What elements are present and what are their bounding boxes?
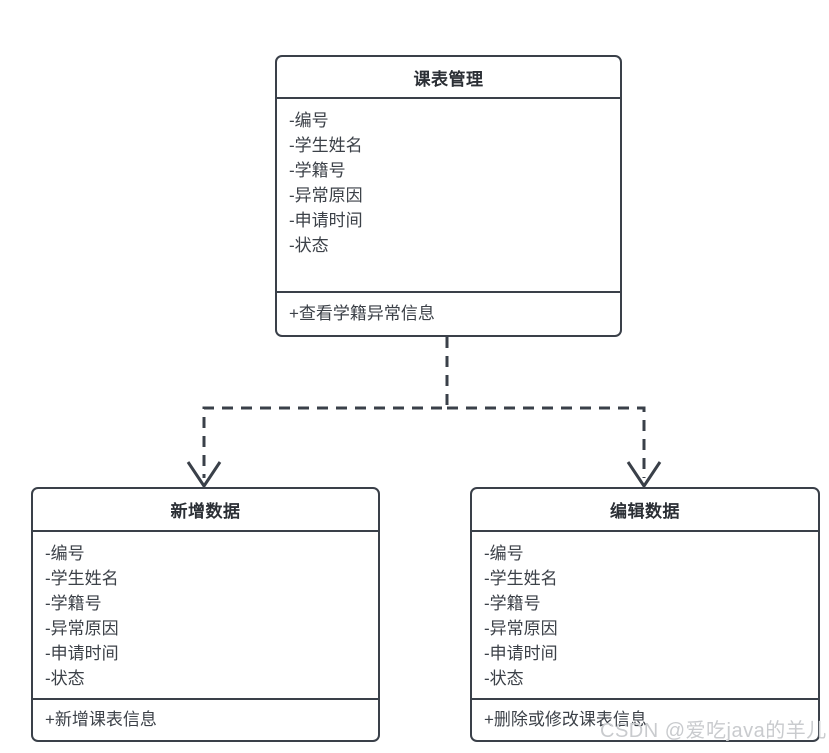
class-title: 新增数据 <box>33 489 378 532</box>
class-attribute: -状态 <box>45 669 85 688</box>
uml-class-bianjishuju[interactable]: 编辑数据 -编号 -学生姓名 -学籍号 -异常原因 -申请时间 -状态 +删除或… <box>470 487 820 742</box>
class-attribute: -异常原因 <box>289 186 363 205</box>
class-attribute: -状态 <box>484 669 524 688</box>
class-attribute: -申请时间 <box>289 211 363 230</box>
class-operation: +删除或修改课表信息 <box>484 710 647 729</box>
class-attributes-compartment: -编号 -学生姓名 -学籍号 -异常原因 -申请时间 -状态 <box>33 532 378 700</box>
class-attribute: -申请时间 <box>45 644 119 663</box>
class-attribute: -异常原因 <box>484 619 558 638</box>
class-attribute: -学籍号 <box>484 594 541 613</box>
class-operations-compartment: +新增课表信息 <box>33 700 378 740</box>
class-attribute: -申请时间 <box>484 644 558 663</box>
class-attribute: -学生姓名 <box>45 569 119 588</box>
class-attributes-compartment: -编号 -学生姓名 -学籍号 -异常原因 -申请时间 -状态 <box>277 99 620 293</box>
uml-class-xinzengshuju[interactable]: 新增数据 -编号 -学生姓名 -学籍号 -异常原因 -申请时间 -状态 +新增课… <box>31 487 380 742</box>
class-attribute: -状态 <box>289 236 329 255</box>
class-attribute: -学生姓名 <box>289 136 363 155</box>
class-operation: +新增课表信息 <box>45 710 157 729</box>
class-attribute: -学生姓名 <box>484 569 558 588</box>
class-operation: +查看学籍异常信息 <box>289 304 435 323</box>
class-title: 编辑数据 <box>472 489 818 532</box>
class-attribute: -学籍号 <box>45 594 102 613</box>
class-attributes-compartment: -编号 -学生姓名 -学籍号 -异常原因 -申请时间 -状态 <box>472 532 818 700</box>
connector-left <box>186 337 449 489</box>
class-operations-compartment: +删除或修改课表信息 <box>472 700 818 740</box>
class-attribute: -异常原因 <box>45 619 119 638</box>
uml-class-kebiaoguanli[interactable]: 课表管理 -编号 -学生姓名 -学籍号 -异常原因 -申请时间 -状态 +查看学… <box>275 55 622 337</box>
class-attribute: -学籍号 <box>289 161 346 180</box>
class-operations-compartment: +查看学籍异常信息 <box>277 293 620 335</box>
connector-right <box>447 406 662 489</box>
class-attribute: -编号 <box>45 544 85 563</box>
class-attribute: -编号 <box>484 544 524 563</box>
class-title: 课表管理 <box>277 57 620 99</box>
class-attribute: -编号 <box>289 111 329 130</box>
watermark: CSDN @爱吃java的羊儿 <box>600 720 827 742</box>
